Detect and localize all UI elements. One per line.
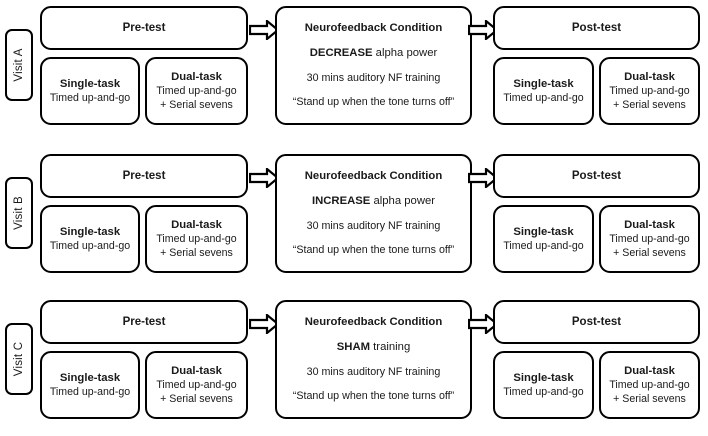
pre-test-label-b: Pre-test — [122, 170, 166, 182]
pre-test-header-b: Pre-test — [40, 154, 248, 198]
post-dual-task-sub2-b: + Serial sevens — [613, 247, 686, 260]
arrow-nf-to-post-b — [468, 168, 498, 188]
neurofeedback-box-c: Neurofeedback Condition SHAM training 30… — [275, 300, 472, 419]
neurofeedback-box-b: Neurofeedback Condition INCREASE alpha p… — [275, 154, 472, 273]
post-dual-task-sub2-a: + Serial sevens — [613, 99, 686, 112]
pre-single-task-title-b: Single-task — [59, 225, 121, 238]
post-single-task-title-c: Single-task — [513, 371, 574, 384]
post-test-label-a: Post-test — [571, 22, 622, 34]
nf-condition-emphasis-c: SHAM — [336, 341, 371, 354]
nf-duration-c: 30 mins auditory NF training — [306, 365, 441, 378]
neurofeedback-box-a: Neurofeedback Condition DECREASE alpha p… — [275, 6, 472, 125]
pre-dual-task-title-a: Dual-task — [171, 70, 222, 83]
post-single-task-b: Single-task Timed up-and-go — [493, 205, 594, 273]
post-dual-task-sub1-a: Timed up-and-go — [609, 84, 690, 97]
post-single-task-sub-b: Timed up-and-go — [503, 240, 584, 253]
post-test-header-a: Post-test — [493, 6, 700, 50]
pre-single-task-title-a: Single-task — [59, 77, 121, 90]
pre-dual-task-b: Dual-task Timed up-and-go + Serial seven… — [145, 205, 248, 273]
pre-dual-task-sub2-b: + Serial sevens — [160, 247, 233, 260]
nf-condition-c: SHAM training — [337, 341, 410, 355]
nf-duration-a: 30 mins auditory NF training — [306, 71, 441, 84]
pre-single-task-a: Single-task Timed up-and-go — [40, 57, 140, 125]
nf-title-b: Neurofeedback Condition — [304, 170, 443, 183]
post-single-task-sub-a: Timed up-and-go — [503, 92, 584, 105]
post-test-label-c: Post-test — [571, 316, 622, 328]
pre-test-label-a: Pre-test — [122, 22, 166, 34]
post-dual-task-b: Dual-task Timed up-and-go + Serial seven… — [599, 205, 700, 273]
pre-dual-task-title-c: Dual-task — [171, 364, 222, 377]
nf-instruction-c: “Stand up when the tone turns off” — [292, 389, 455, 402]
nf-condition-a: DECREASE alpha power — [310, 47, 437, 61]
pre-single-task-sub-b: Timed up-and-go — [49, 240, 131, 253]
pre-dual-task-sub1-c: Timed up-and-go — [156, 378, 237, 391]
post-single-task-title-a: Single-task — [513, 77, 574, 90]
post-dual-task-a: Dual-task Timed up-and-go + Serial seven… — [599, 57, 700, 125]
arrow-nf-to-post-a — [468, 20, 498, 40]
visit-label-a: Visit A — [5, 29, 33, 101]
pre-single-task-sub-c: Timed up-and-go — [49, 386, 131, 399]
pre-dual-task-c: Dual-task Timed up-and-go + Serial seven… — [145, 351, 248, 419]
post-test-header-c: Post-test — [493, 300, 700, 344]
nf-title-c: Neurofeedback Condition — [304, 316, 443, 329]
visit-label-b: Visit B — [5, 177, 33, 249]
nf-title-a: Neurofeedback Condition — [304, 22, 443, 35]
post-test-header-b: Post-test — [493, 154, 700, 198]
pre-dual-task-sub2-a: + Serial sevens — [160, 99, 233, 112]
visit-label-b-text: Visit B — [13, 196, 25, 230]
visit-label-a-text: Visit A — [13, 48, 25, 82]
arrow-pre-to-nf-a — [249, 20, 279, 40]
pre-test-label-c: Pre-test — [122, 316, 166, 328]
visit-row-c: Visit C Pre-test Single-task Timed up-an… — [0, 296, 708, 427]
post-dual-task-sub1-c: Timed up-and-go — [609, 378, 690, 391]
post-single-task-a: Single-task Timed up-and-go — [493, 57, 594, 125]
visit-label-c: Visit C — [5, 323, 33, 395]
post-dual-task-c: Dual-task Timed up-and-go + Serial seven… — [599, 351, 700, 419]
post-single-task-c: Single-task Timed up-and-go — [493, 351, 594, 419]
pre-dual-task-title-b: Dual-task — [171, 218, 222, 231]
post-dual-task-sub1-b: Timed up-and-go — [609, 232, 690, 245]
nf-condition-rest-b: alpha power — [370, 195, 436, 208]
post-dual-task-title-b: Dual-task — [624, 218, 675, 231]
visit-row-b: Visit B Pre-test Single-task Timed up-an… — [0, 150, 708, 281]
post-single-task-sub-c: Timed up-and-go — [503, 386, 584, 399]
pre-test-header-a: Pre-test — [40, 6, 248, 50]
pre-single-task-title-c: Single-task — [59, 371, 121, 384]
nf-condition-rest-a: alpha power — [372, 47, 438, 60]
nf-condition-emphasis-b: INCREASE — [311, 195, 371, 208]
post-single-task-title-b: Single-task — [513, 225, 574, 238]
pre-test-header-c: Pre-test — [40, 300, 248, 344]
nf-condition-rest-c: training — [370, 341, 411, 354]
arrow-pre-to-nf-b — [249, 168, 279, 188]
visit-row-a: Visit A Pre-test Single-task Timed up-an… — [0, 2, 708, 133]
pre-dual-task-sub1-a: Timed up-and-go — [156, 84, 237, 97]
pre-dual-task-sub2-c: + Serial sevens — [160, 393, 233, 406]
pre-dual-task-sub1-b: Timed up-and-go — [156, 232, 237, 245]
post-dual-task-sub2-c: + Serial sevens — [613, 393, 686, 406]
arrow-nf-to-post-c — [468, 314, 498, 334]
pre-single-task-c: Single-task Timed up-and-go — [40, 351, 140, 419]
nf-condition-b: INCREASE alpha power — [312, 195, 435, 209]
pre-single-task-b: Single-task Timed up-and-go — [40, 205, 140, 273]
visit-label-c-text: Visit C — [13, 341, 25, 377]
post-dual-task-title-c: Dual-task — [624, 364, 675, 377]
post-test-label-b: Post-test — [571, 170, 622, 182]
pre-single-task-sub-a: Timed up-and-go — [49, 92, 131, 105]
nf-instruction-a: “Stand up when the tone turns off” — [292, 95, 455, 108]
arrow-pre-to-nf-c — [249, 314, 279, 334]
nf-condition-emphasis-a: DECREASE — [309, 47, 373, 60]
post-dual-task-title-a: Dual-task — [624, 70, 675, 83]
nf-instruction-b: “Stand up when the tone turns off” — [292, 243, 455, 256]
pre-dual-task-a: Dual-task Timed up-and-go + Serial seven… — [145, 57, 248, 125]
nf-duration-b: 30 mins auditory NF training — [306, 219, 441, 232]
